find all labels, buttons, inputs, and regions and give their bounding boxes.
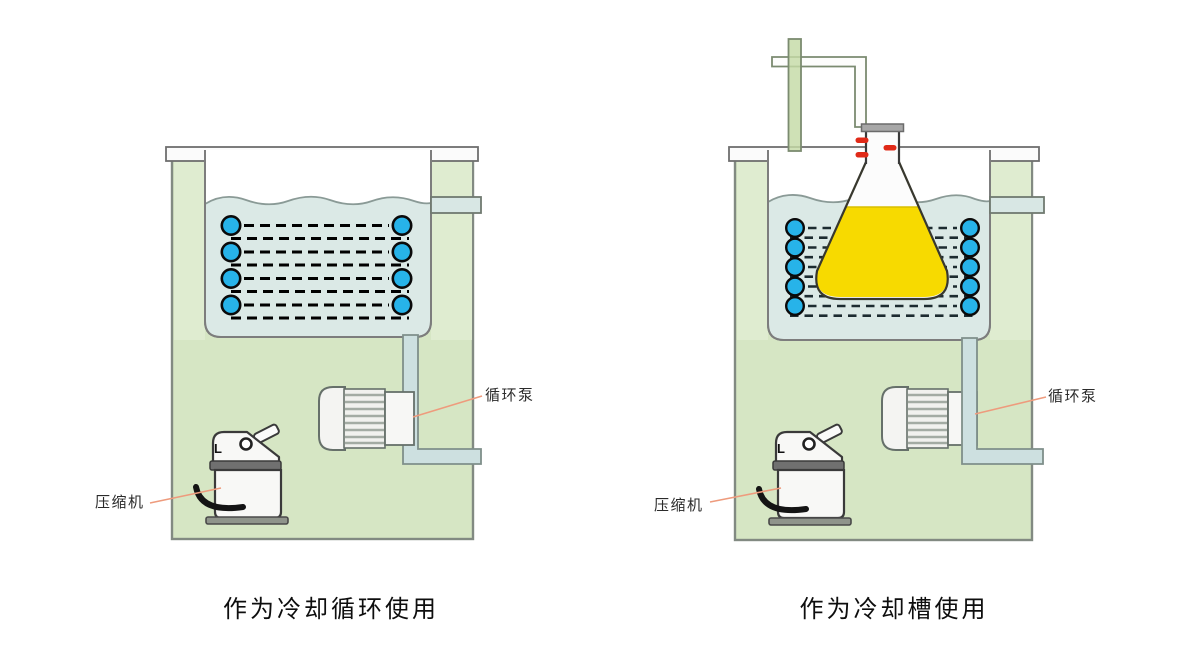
caption-left: 作为冷却循环使用 xyxy=(223,596,439,623)
cooling-tank-diagram: L xyxy=(709,38,1047,542)
compressor-mark: L xyxy=(214,441,222,456)
compressor-mark: L xyxy=(777,441,785,456)
compressor: L xyxy=(193,423,289,525)
cooling-circulation-diagram: L xyxy=(149,146,483,541)
compressor-port xyxy=(239,437,253,451)
clamp-screws xyxy=(855,137,897,158)
tank-right-column xyxy=(431,160,472,340)
leader-lines xyxy=(149,395,483,504)
pump-label-left: 循环泵 xyxy=(485,387,535,404)
bath-outline xyxy=(204,150,432,338)
pump-fins xyxy=(345,393,384,445)
overflow-pipe xyxy=(430,196,482,214)
overflow-pipe xyxy=(989,196,1045,214)
pump-fins xyxy=(908,393,947,445)
pump-pipe xyxy=(402,334,482,465)
compressor-base xyxy=(768,517,852,526)
compressor-label-left: 压缩机 xyxy=(95,494,145,511)
compressor-tube xyxy=(193,484,246,511)
compressor-base xyxy=(205,516,289,525)
pump-pipe xyxy=(961,337,1044,465)
tank-right-column xyxy=(990,160,1031,340)
tank-left-column xyxy=(737,160,768,340)
compressor-port xyxy=(802,437,816,451)
flask-liquid xyxy=(816,207,948,297)
bath-outline xyxy=(767,150,991,341)
cooling-coil xyxy=(220,215,413,320)
compressor-tube xyxy=(756,486,809,513)
condenser-pipes xyxy=(771,38,867,152)
pump-label-right: 循环泵 xyxy=(1048,388,1098,405)
compressor-label-right: 压缩机 xyxy=(654,497,704,514)
leader-lines xyxy=(709,396,1047,503)
caption-right: 作为冷却槽使用 xyxy=(799,596,989,623)
flask-feed-pipe xyxy=(771,56,867,128)
vertical-stand-pipe xyxy=(787,38,802,152)
tank-left-column xyxy=(174,160,205,340)
flask-cap xyxy=(860,123,905,133)
erlenmeyer-flask xyxy=(815,123,949,301)
circulation-pump xyxy=(318,386,415,451)
compressor: L xyxy=(756,423,852,526)
